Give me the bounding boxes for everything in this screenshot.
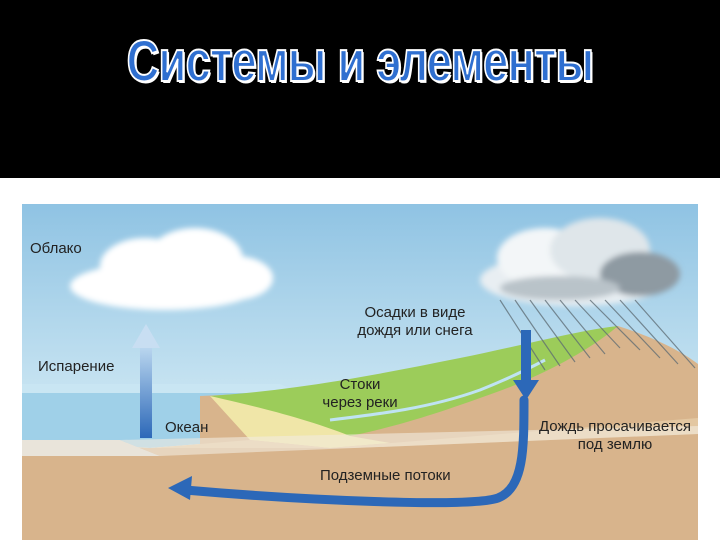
runoff-label-line2: через реки	[322, 394, 398, 411]
runoff-label: Стоки через реки	[305, 376, 415, 412]
infiltration-label: Дождь просачивается под землю	[530, 418, 700, 454]
cloud-left	[70, 228, 273, 310]
page-title: Системы и элементы	[126, 28, 595, 95]
precipitation-label-line1: Осадки в виде	[364, 304, 466, 321]
evaporation-arrow	[132, 324, 160, 438]
rain	[499, 299, 696, 371]
evaporation-label: Испарение	[38, 358, 115, 375]
soil-front	[22, 448, 698, 540]
groundwater-arrow	[168, 395, 529, 508]
cloud-right	[480, 218, 680, 306]
infiltration-label-line1: Дождь просачивается	[538, 418, 692, 435]
precipitation-label-line2: дождя или снега	[357, 322, 473, 339]
precipitation-arrow	[513, 330, 539, 400]
ocean-label: Океан	[165, 419, 209, 436]
precipitation-label: Осадки в виде дождя или снега	[350, 304, 480, 340]
groundwater-label: Подземные потоки	[320, 467, 451, 484]
runoff-label-line1: Стоки	[339, 376, 381, 393]
grass	[210, 326, 618, 436]
water-cycle-diagram: Облако Испарение Океан Осадки в виде дож…	[0, 178, 720, 540]
cloud-label: Облако	[30, 240, 82, 257]
infiltration-label-line2: под землю	[577, 436, 653, 453]
